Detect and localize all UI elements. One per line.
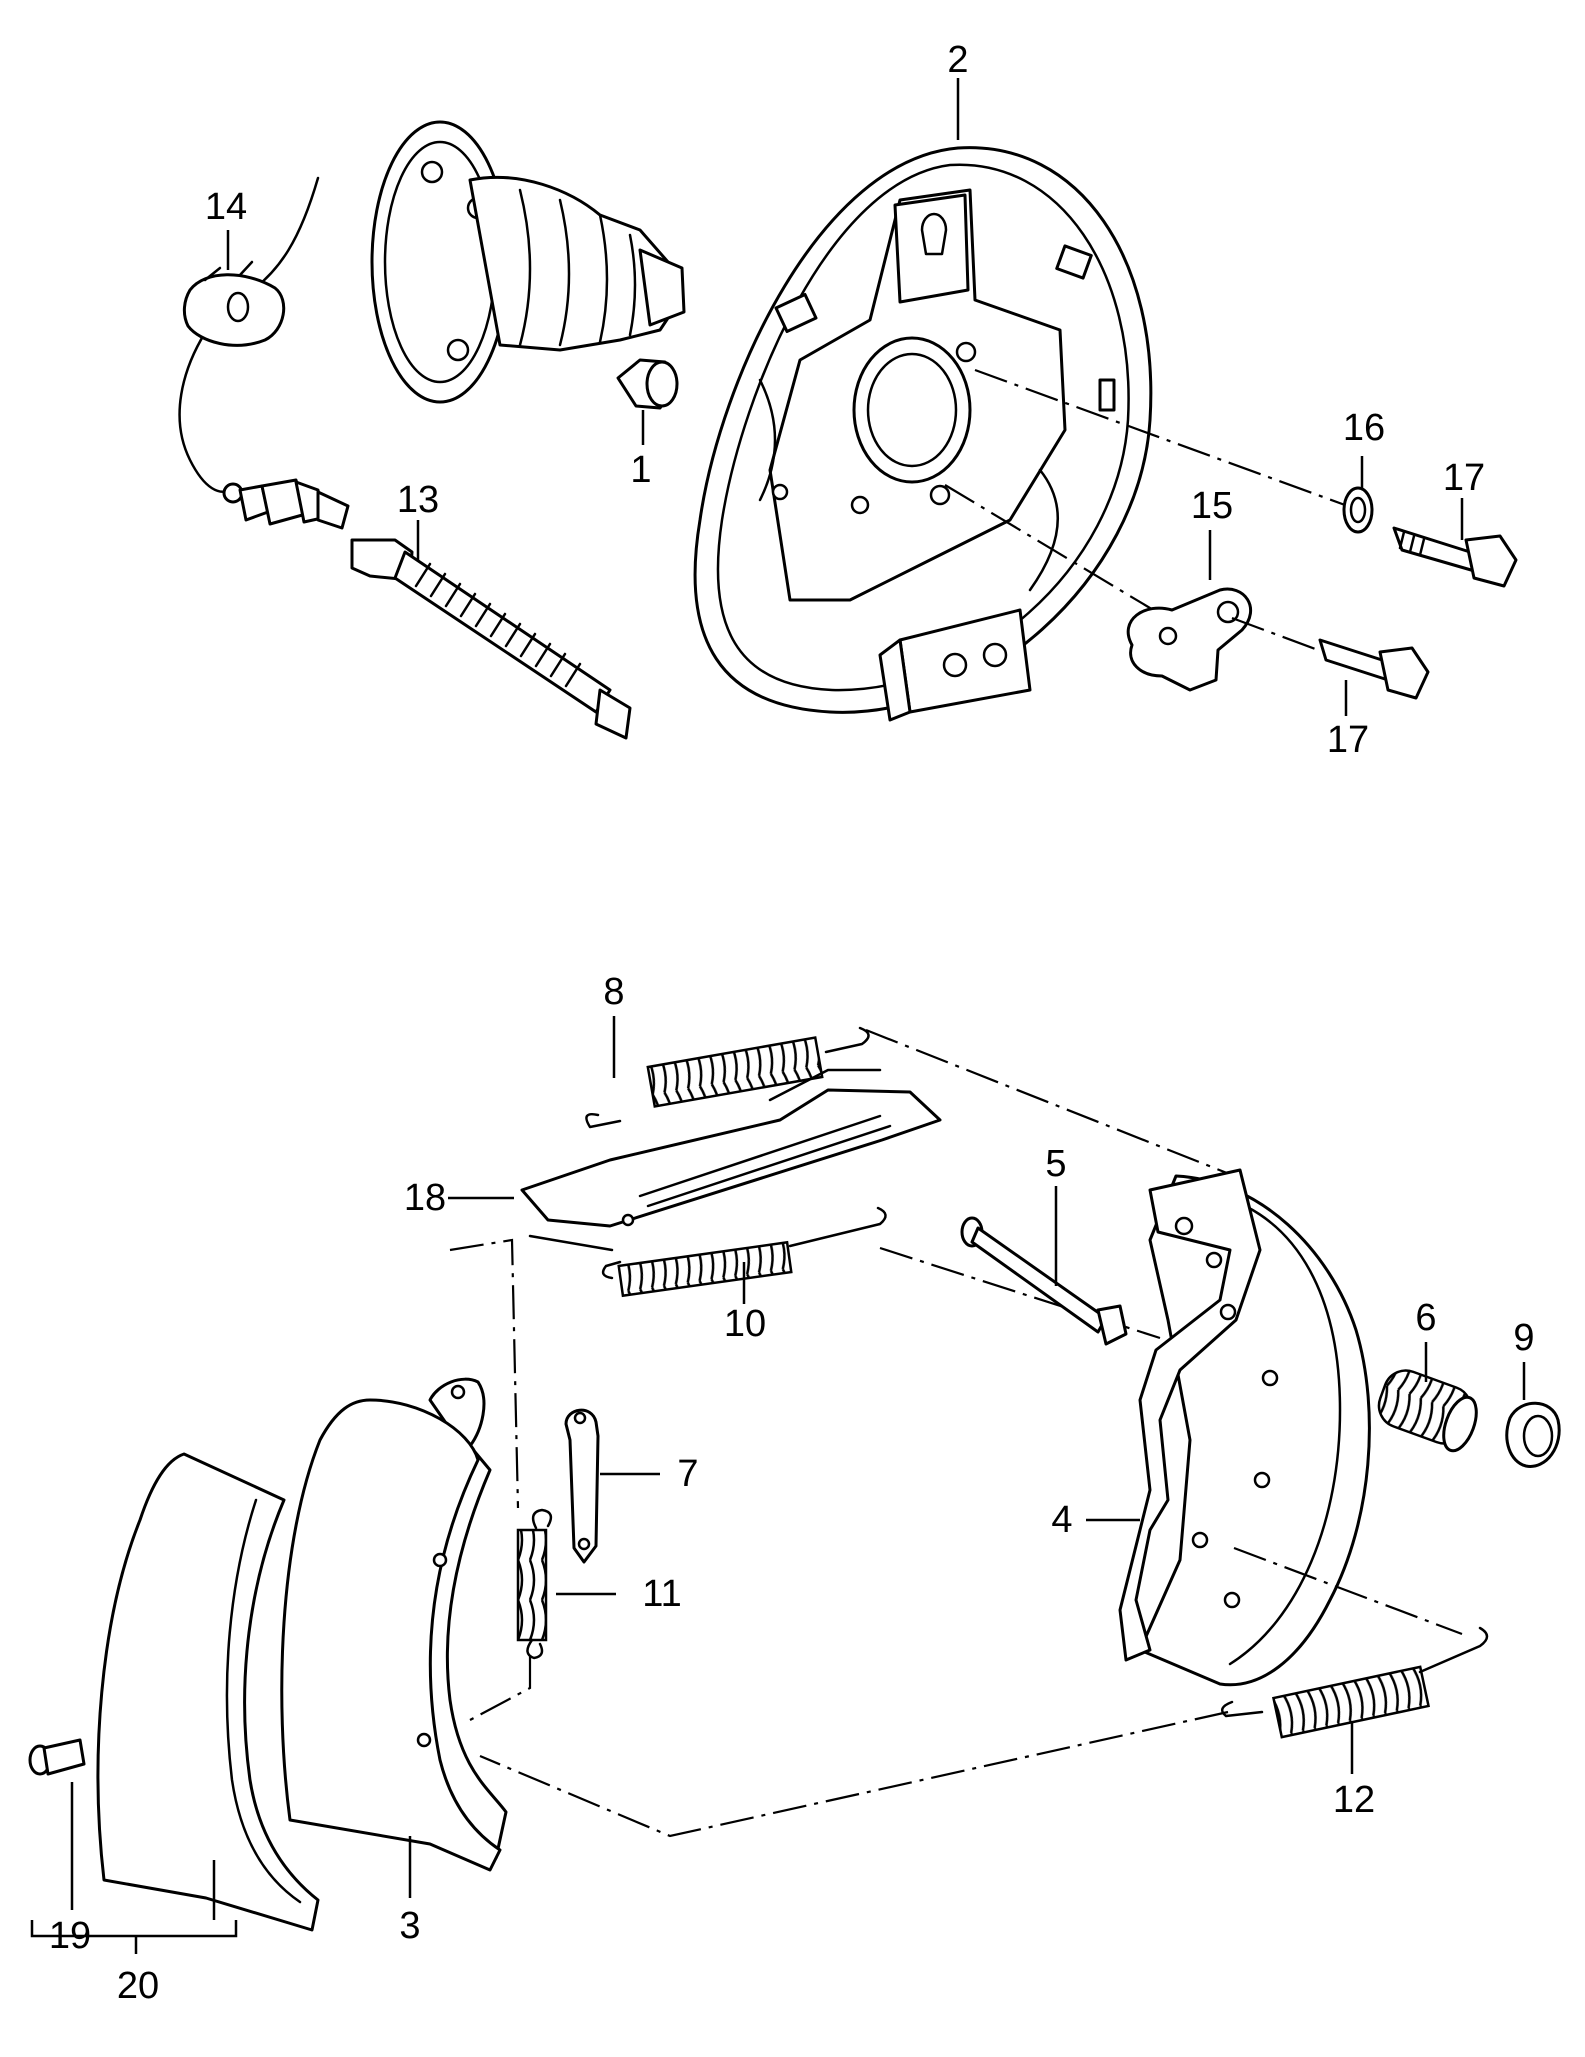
retaining-pin: 5: [960, 1143, 1128, 1346]
assembly-bracket-20: 20: [30, 1860, 238, 2007]
adjuster-lever: 18: [404, 1068, 942, 1252]
spring-cap: 9: [1505, 1317, 1561, 1468]
bolt-upper: 17: [1392, 457, 1518, 588]
spring-lower: 12: [479, 1626, 1489, 1838]
wheel-hub: [370, 120, 686, 404]
rivet: 19: [28, 1738, 91, 1957]
lock-washer: 16: [974, 368, 1385, 534]
label-20: 20: [117, 1965, 159, 2007]
bolt-lower: 17: [1318, 638, 1430, 761]
label-6: 6: [1415, 1297, 1436, 1339]
label-9: 9: [1513, 1317, 1534, 1359]
label-15: 15: [1191, 485, 1233, 527]
label-17-upper: 17: [1443, 457, 1485, 499]
label-1: 1: [630, 449, 651, 491]
compression-spring: 6: [1377, 1297, 1478, 1453]
label-17-lower: 17: [1327, 719, 1369, 761]
label-12: 12: [1333, 1779, 1375, 1821]
label-11: 11: [642, 1573, 681, 1615]
label-16: 16: [1343, 407, 1385, 449]
spring-middle: 10: [449, 1206, 1161, 1509]
label-14: 14: [205, 186, 247, 228]
label-10: 10: [724, 1303, 766, 1345]
brake-backplate: 2: [693, 39, 1153, 722]
brake-lining: [96, 1452, 320, 1932]
label-7: 7: [677, 1453, 698, 1495]
strut-lever: 7: [564, 1408, 699, 1564]
spring-small: 11: [469, 1508, 682, 1721]
adjusting-screw: 13: [350, 479, 632, 740]
brake-shoe-front: 3: [280, 1377, 508, 1947]
label-13: 13: [397, 479, 439, 521]
label-8: 8: [603, 971, 624, 1013]
label-2: 2: [947, 39, 968, 81]
plug-part-1: 1: [616, 358, 679, 491]
retaining-plate: 15: [944, 484, 1319, 692]
brake-shoe-rear: 4: [1051, 1168, 1463, 1687]
label-5: 5: [1045, 1143, 1066, 1185]
label-4: 4: [1051, 1499, 1072, 1541]
label-3: 3: [399, 1905, 420, 1947]
brake-cable: 14: [178, 176, 350, 530]
label-18: 18: [404, 1177, 446, 1219]
spring-upper: 8: [585, 971, 1233, 1177]
